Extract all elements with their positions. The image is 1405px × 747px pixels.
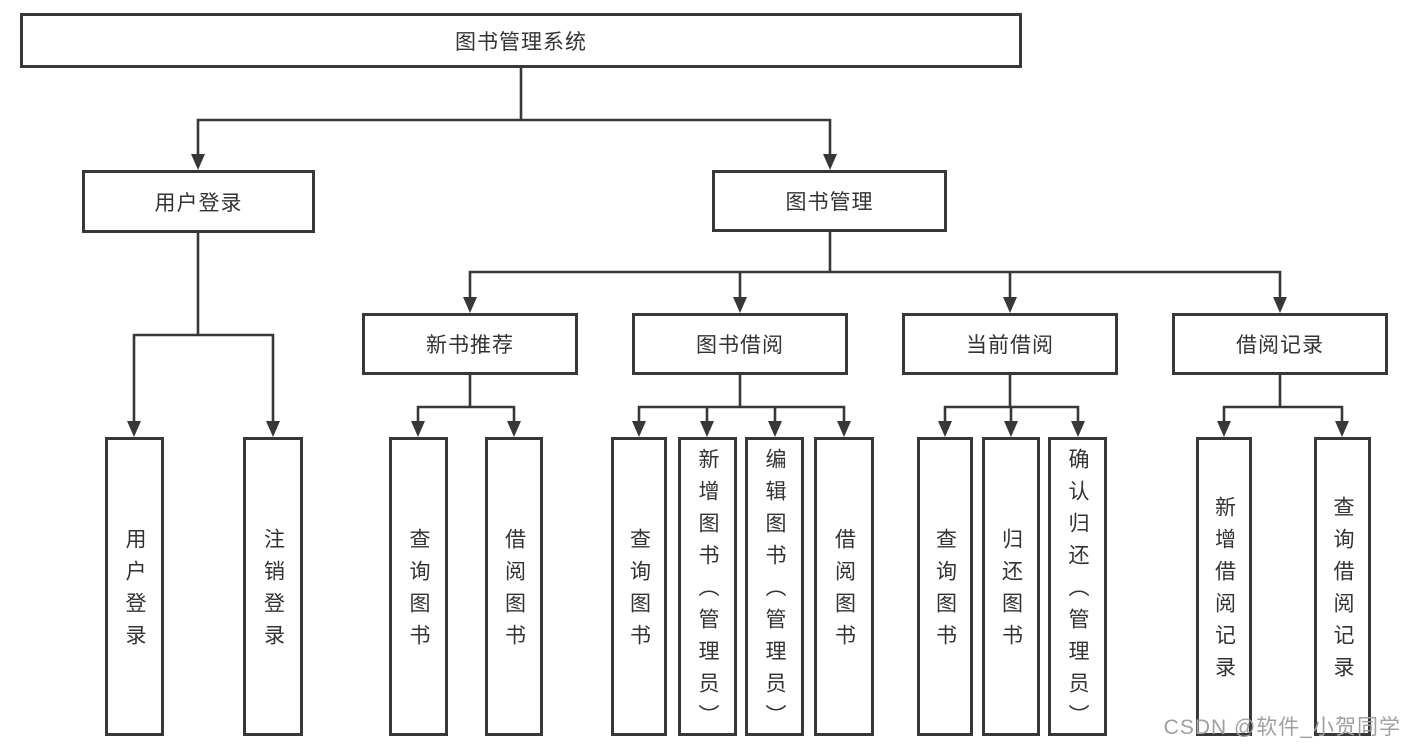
leaf-query-borrow-record: 查询借阅记录 xyxy=(1314,437,1371,736)
leaf-user-login: 用户登录 xyxy=(105,437,164,736)
node-label: 借阅记录 xyxy=(1236,334,1324,357)
node-current-borrowing: 当前借阅 xyxy=(902,313,1118,375)
leaf-query-books: 查询图书 xyxy=(917,437,973,736)
leaf-query-books: 查询图书 xyxy=(611,437,667,736)
leaf-query-books: 查询图书 xyxy=(389,437,448,736)
leaf-label: 用户登录 xyxy=(123,528,146,656)
leaf-label: 确认归还（管理员） xyxy=(1066,448,1089,736)
leaf-confirm-return-admin: 确认归还（管理员） xyxy=(1048,437,1107,736)
node-new-book-recommend: 新书推荐 xyxy=(362,313,578,375)
leaf-label: 新增借阅记录 xyxy=(1212,496,1236,688)
leaf-label: 编辑图书（管理员） xyxy=(763,448,786,736)
node-label: 新书推荐 xyxy=(426,334,514,357)
csdn-watermark: CSDN @软件_小贺同学 xyxy=(1163,716,1401,739)
node-user-login: 用户登录 xyxy=(82,170,315,233)
leaf-edit-books-admin: 编辑图书（管理员） xyxy=(745,437,804,736)
leaf-label: 新增图书（管理员） xyxy=(696,448,719,736)
leaf-return-books: 归还图书 xyxy=(982,437,1040,736)
leaf-borrow-books: 借阅图书 xyxy=(485,437,543,736)
leaf-label: 查询图书 xyxy=(627,528,651,656)
node-label: 图书管理 xyxy=(785,191,874,214)
leaf-add-books-admin: 新增图书（管理员） xyxy=(678,437,737,736)
node-label: 图书借阅 xyxy=(696,334,784,357)
leaf-label: 查询借阅记录 xyxy=(1331,496,1354,688)
leaf-borrow-books: 借阅图书 xyxy=(814,437,874,736)
leaf-logout: 注销登录 xyxy=(243,437,303,736)
leaf-label: 查询图书 xyxy=(933,528,957,656)
node-book-management: 图书管理 xyxy=(712,170,947,232)
node-label: 当前借阅 xyxy=(966,334,1054,357)
leaf-label: 注销登录 xyxy=(261,528,285,656)
node-borrow-records: 借阅记录 xyxy=(1172,313,1388,375)
node-book-borrowing: 图书借阅 xyxy=(632,313,848,375)
leaf-label: 借阅图书 xyxy=(832,528,856,656)
node-label: 用户登录 xyxy=(154,191,243,215)
leaf-add-borrow-record: 新增借阅记录 xyxy=(1196,437,1252,736)
node-library-management-system: 图书管理系统 xyxy=(20,13,1022,68)
node-label: 图书管理系统 xyxy=(455,30,587,54)
leaf-label: 归还图书 xyxy=(999,528,1023,656)
leaf-label: 查询图书 xyxy=(407,528,430,656)
leaf-label: 借阅图书 xyxy=(502,528,526,656)
